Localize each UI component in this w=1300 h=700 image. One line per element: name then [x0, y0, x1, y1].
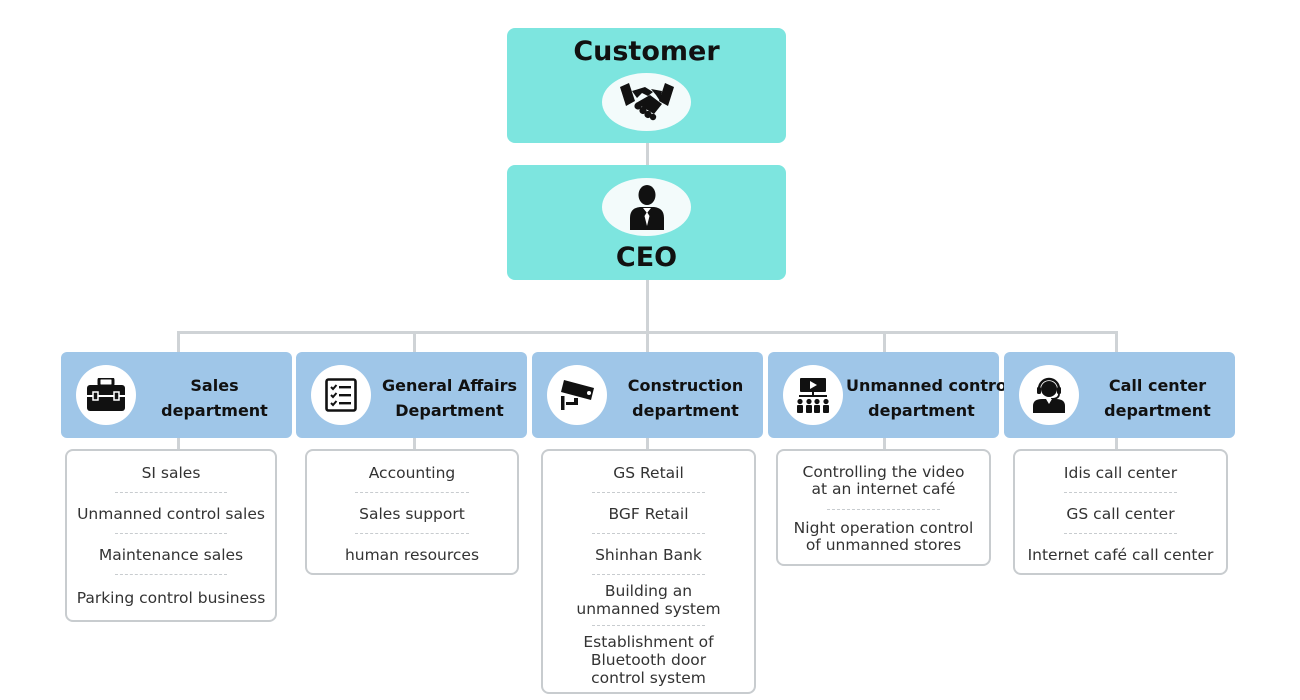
general-affairs-department-title: General Affairs Department	[381, 376, 517, 420]
construction-department-box: Construction department	[532, 352, 763, 438]
connector-general-affairs-list	[412, 437, 416, 450]
sales-icon-badge	[76, 365, 136, 425]
list-divider	[114, 533, 228, 534]
general-affairs-department-box: General Affairs Department	[296, 352, 527, 438]
unmanned-control-task-list: Controlling the video at an internet caf…	[776, 449, 991, 566]
call-center-department-title: Call center department	[1104, 376, 1211, 420]
ceo-box: CEO	[507, 165, 786, 280]
list-item: Night operation control	[793, 519, 974, 537]
list-divider	[114, 492, 228, 493]
call-center-task-list: Idis call center GS call center Internet…	[1013, 449, 1228, 575]
headset-agent-icon	[1033, 377, 1065, 413]
ceo-icon-badge	[602, 178, 691, 236]
construction-task-list: GS Retail BGF Retail Shinhan Bank Buildi…	[541, 449, 756, 694]
list-item: Establishment of	[583, 633, 714, 651]
list-item: human resources	[344, 546, 480, 564]
call-center-department-box: Call center department	[1004, 352, 1235, 438]
list-item: unmanned system	[576, 600, 721, 618]
call-center-icon-badge	[1019, 365, 1079, 425]
list-divider	[1063, 533, 1178, 534]
list-item: Idis call center	[1063, 464, 1178, 482]
list-divider	[1063, 492, 1178, 493]
list-item: BGF Retail	[608, 505, 689, 523]
sales-department-box: Sales department	[61, 352, 292, 438]
connector-construction-list	[645, 437, 649, 450]
customer-icon-badge	[602, 73, 691, 131]
list-item: Shinhan Bank	[595, 546, 702, 564]
connector-drop-sales	[176, 331, 180, 353]
list-divider	[591, 574, 706, 575]
unmanned-control-department-box: Unmanned control department	[768, 352, 1013, 438]
connector-customer-ceo	[645, 143, 649, 166]
briefcase-icon	[87, 378, 125, 411]
connector-unmanned-control-list	[882, 437, 886, 450]
construction-department-title: Construction department	[627, 376, 744, 420]
connector-drop-general-affairs	[412, 331, 416, 353]
list-item: SI sales	[141, 464, 201, 482]
list-item: of unmanned stores	[805, 536, 962, 554]
general-affairs-task-list: Accounting Sales support human resources	[305, 449, 519, 575]
list-item: Building an	[604, 582, 693, 600]
sales-task-list: SI sales Unmanned control sales Maintena…	[65, 449, 277, 622]
list-item: Maintenance sales	[98, 546, 244, 564]
list-divider	[591, 533, 706, 534]
ceo-title: CEO	[615, 242, 678, 273]
unmanned-control-icon-badge	[783, 365, 843, 425]
unmanned-control-department-title: Unmanned control department	[846, 376, 1013, 420]
video-monitoring-icon	[797, 378, 829, 413]
customer-box: Customer	[507, 28, 786, 143]
list-item: GS Retail	[613, 464, 684, 482]
list-item: Sales support	[359, 505, 465, 523]
list-divider	[355, 533, 469, 534]
list-divider	[355, 492, 469, 493]
list-item: Controlling the video	[802, 463, 965, 481]
list-divider	[591, 492, 706, 493]
list-item: Bluetooth door	[590, 651, 707, 669]
list-item: Unmanned control sales	[77, 505, 265, 523]
list-divider	[826, 509, 941, 510]
list-item: GS call center	[1066, 505, 1175, 523]
construction-icon-badge	[547, 365, 607, 425]
general-affairs-icon-badge	[311, 365, 371, 425]
list-item: Internet café call center	[1027, 546, 1214, 564]
handshake-icon	[619, 83, 674, 121]
connector-call-center-list	[1114, 437, 1118, 450]
connector-ceo-trunk	[645, 280, 649, 332]
list-item: at an internet café	[811, 480, 956, 498]
connector-drop-call-center	[1114, 331, 1118, 353]
cctv-camera-icon	[561, 380, 594, 410]
sales-department-title: Sales department	[161, 376, 268, 420]
businessman-icon	[629, 185, 664, 230]
connector-sales-list	[176, 437, 180, 450]
list-divider	[591, 625, 706, 626]
list-item: control system	[591, 669, 706, 687]
connector-drop-unmanned-control	[882, 331, 886, 353]
connector-drop-construction	[645, 331, 649, 353]
list-item: Parking control business	[76, 589, 266, 607]
list-item: Accounting	[368, 464, 456, 482]
checklist-icon	[325, 378, 357, 412]
customer-title: Customer	[573, 36, 720, 67]
list-divider	[114, 574, 228, 575]
